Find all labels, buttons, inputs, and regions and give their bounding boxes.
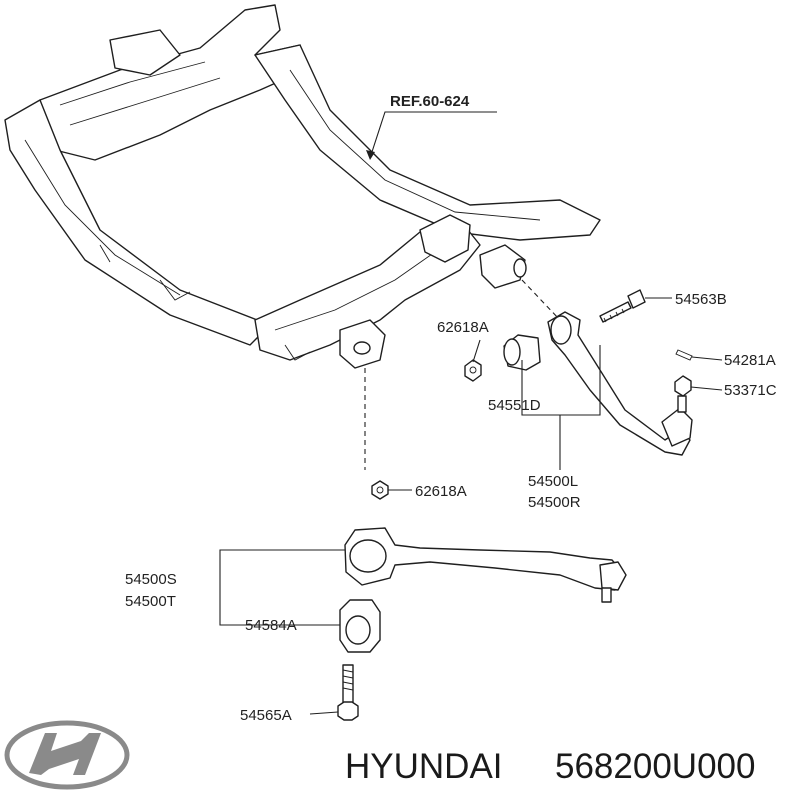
- rear-arm-assembly: [464, 289, 693, 456]
- part-label-54563B: 54563B: [675, 291, 727, 308]
- part-label-54500T: 54500T: [125, 593, 176, 610]
- leader-lines: [219, 297, 723, 715]
- lower-arm-assembly: [337, 480, 627, 721]
- part-label-62618A-upper: 62618A: [437, 319, 489, 336]
- part-number: 568200U000: [555, 747, 755, 786]
- part-label-54500L: 54500L: [528, 473, 578, 490]
- part-label-54565A: 54565A: [240, 707, 292, 724]
- part-label-54551D: 54551D: [488, 397, 541, 414]
- dashed-guide-bush-to-rear-arm: [521, 279, 561, 321]
- part-label-54281A: 54281A: [724, 352, 776, 369]
- part-label-62618A-lower: 62618A: [415, 483, 467, 500]
- subframe-drawing: [4, 4, 601, 369]
- part-label-54584A: 54584A: [245, 617, 297, 634]
- part-label-54500S: 54500S: [125, 571, 177, 588]
- ref-label: REF.60-624: [390, 93, 470, 110]
- hyundai-logo-icon: [4, 720, 130, 790]
- part-label-54500R: 54500R: [528, 494, 581, 511]
- ref-leader: [366, 111, 497, 160]
- part-label-53371C: 53371C: [724, 382, 777, 399]
- brand-name: HYUNDAI: [345, 747, 503, 786]
